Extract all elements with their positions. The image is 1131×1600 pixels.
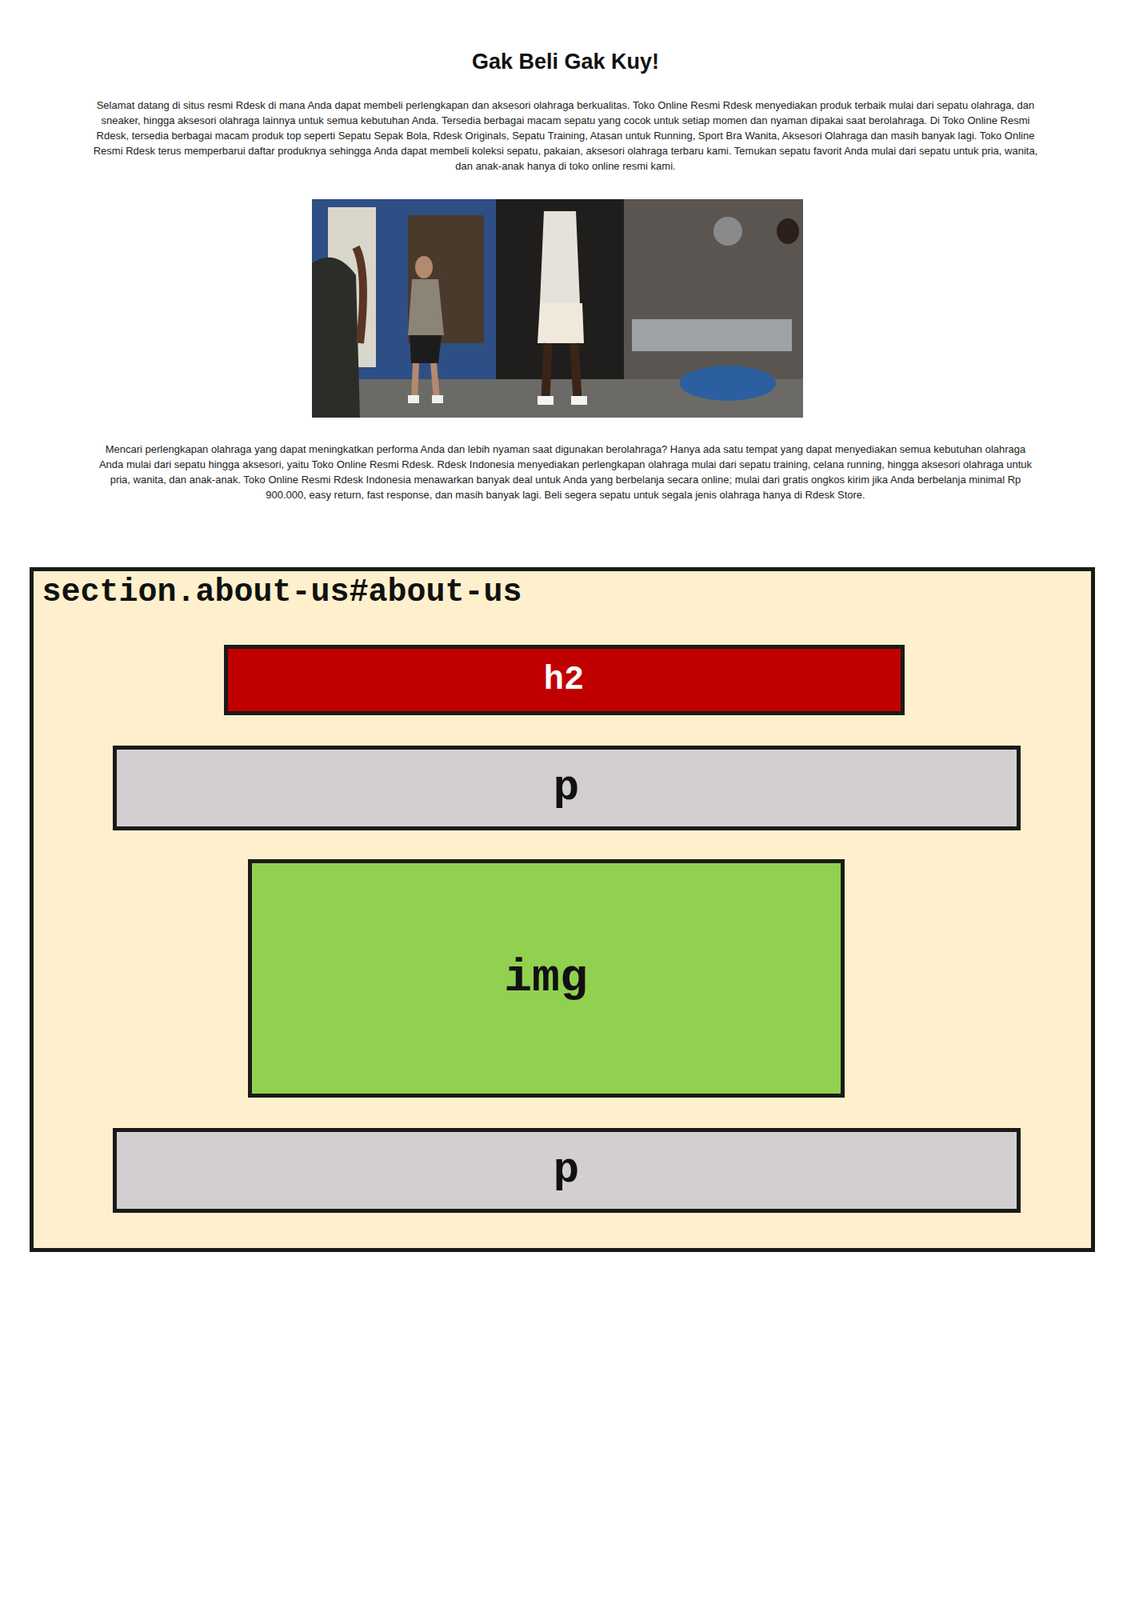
stall-table — [631, 319, 792, 352]
shop-interior — [495, 199, 624, 384]
img-element-box: img — [247, 859, 845, 1098]
element-tag: p — [553, 763, 580, 813]
vendor-head — [776, 218, 800, 244]
element-tag: h2 — [543, 660, 584, 700]
section-container: section.about-us#about-us h2 p img p — [29, 567, 1096, 1252]
woman-head — [415, 255, 433, 279]
market-stall — [623, 199, 804, 384]
shop-door — [407, 215, 484, 344]
page-heading: Gak Beli Gak Kuy! — [0, 49, 1131, 75]
woman-shoe — [407, 395, 420, 404]
man-shorts — [537, 303, 584, 344]
p-element-box: p — [112, 1127, 1021, 1213]
woman-legs — [414, 363, 437, 400]
woman-shoe — [431, 395, 444, 404]
man-shirt — [539, 211, 580, 304]
p-element-box: p — [112, 745, 1021, 831]
element-tag: img — [503, 951, 588, 1006]
man-shoe — [571, 395, 588, 405]
man-shoe — [537, 395, 554, 405]
woman-shorts — [409, 335, 442, 364]
body-paragraph: Mencari perlengkapan olahraga yang dapat… — [97, 441, 1034, 503]
intro-paragraph: Selamat datang di situs resmi Rdesk di m… — [89, 97, 1042, 174]
blue-tub — [679, 365, 776, 401]
element-tag: p — [553, 1145, 580, 1195]
street-photo — [311, 199, 804, 418]
person-left — [311, 257, 360, 418]
hair — [355, 247, 364, 344]
woman-top — [407, 279, 444, 336]
section-selector: section.about-us#about-us — [42, 574, 1092, 612]
man-legs — [545, 343, 578, 400]
fan — [713, 216, 743, 246]
photo-ground — [311, 199, 804, 418]
h2-element-box: h2 — [223, 644, 905, 716]
